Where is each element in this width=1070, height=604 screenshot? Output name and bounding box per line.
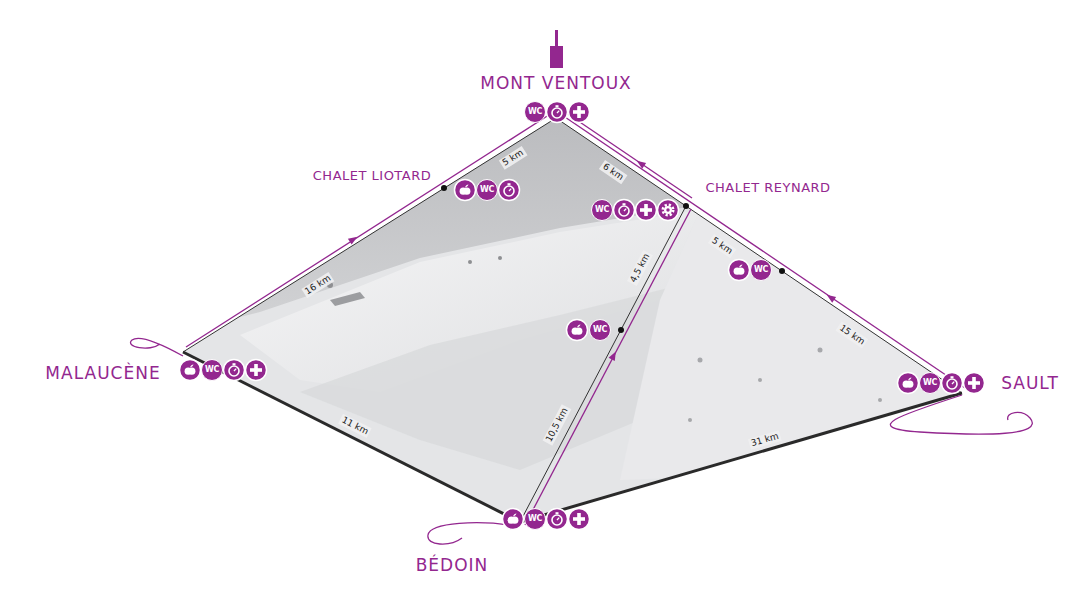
drawing-part bbox=[635, 158, 646, 169]
drawing-part bbox=[818, 348, 823, 353]
route-lines bbox=[130, 110, 1032, 544]
drawing-part bbox=[330, 292, 365, 306]
waypoint-dots bbox=[441, 185, 785, 333]
edge-line bbox=[556, 118, 962, 393]
wc-icon: WC bbox=[589, 319, 611, 341]
drawing-part bbox=[942, 373, 963, 394]
drawing-part bbox=[555, 30, 558, 48]
distance-label: 16 km bbox=[301, 272, 334, 298]
drawing-part bbox=[246, 360, 267, 381]
drawing-part bbox=[618, 327, 624, 333]
distance-label: 31 km bbox=[748, 430, 782, 450]
drawing-part bbox=[441, 185, 447, 191]
route-arrows bbox=[348, 158, 836, 361]
wc-icon: WC bbox=[476, 179, 498, 201]
drawing-part bbox=[300, 285, 680, 470]
drawing-part bbox=[224, 360, 245, 381]
wc-icon: WC bbox=[591, 199, 613, 221]
edge-line bbox=[183, 352, 520, 522]
drawing-part bbox=[130, 338, 183, 356]
distance-label: 5 km bbox=[499, 146, 527, 169]
drawing-part bbox=[890, 395, 1032, 434]
drawing-part bbox=[550, 46, 563, 68]
drawing-part bbox=[150, 100, 1000, 550]
drawing-part bbox=[698, 358, 703, 363]
drawing-part bbox=[964, 373, 985, 394]
distance-label: 10,5 km bbox=[543, 404, 572, 445]
drawing-part bbox=[499, 180, 520, 201]
drawing-part bbox=[878, 398, 882, 402]
drawing-part bbox=[569, 509, 590, 530]
service-icons bbox=[180, 102, 985, 530]
drawing-part bbox=[825, 292, 836, 303]
place-name: CHALET LIOTARD bbox=[313, 168, 431, 184]
drawing-part bbox=[455, 180, 476, 201]
distance-label: 4,5 km bbox=[627, 250, 653, 286]
drawing-part bbox=[683, 203, 689, 209]
drawing-part bbox=[758, 378, 762, 382]
drawing-part bbox=[729, 260, 750, 281]
drawing-part bbox=[609, 350, 619, 361]
drawing-part bbox=[898, 373, 919, 394]
place-name: CHALET REYNARD bbox=[705, 180, 830, 196]
distance-label: 15 km bbox=[836, 321, 869, 348]
tower-symbol bbox=[550, 30, 563, 68]
drawing-part bbox=[503, 509, 524, 530]
drawing-part bbox=[348, 234, 359, 245]
drawing-part bbox=[636, 200, 657, 221]
wc-icon: WC bbox=[919, 372, 941, 394]
drawing-part bbox=[779, 268, 785, 274]
drawing-part bbox=[547, 102, 568, 123]
place-name: BÉDOIN bbox=[416, 555, 489, 575]
drawing-part bbox=[559, 113, 965, 388]
drawing-part bbox=[567, 320, 588, 341]
drawing-part bbox=[547, 509, 568, 530]
drawing-part bbox=[688, 418, 692, 422]
drawing-part bbox=[180, 360, 201, 381]
drawing-part bbox=[658, 200, 679, 221]
distance-label: 11 km bbox=[338, 414, 372, 438]
place-name: SAULT bbox=[1001, 373, 1059, 393]
distance-label: 5 km bbox=[708, 234, 736, 258]
wc-icon: WC bbox=[750, 259, 772, 281]
edge-line bbox=[520, 393, 962, 522]
drawing-part bbox=[428, 523, 516, 544]
edge-line bbox=[183, 118, 556, 352]
drawing-part bbox=[468, 260, 472, 264]
wc-icon: WC bbox=[524, 101, 546, 123]
drawing-part bbox=[186, 113, 552, 347]
drawing-part bbox=[498, 256, 502, 260]
drawing-part bbox=[569, 102, 590, 123]
mountain-photo bbox=[150, 100, 1000, 550]
place-name: MONT VENTOUX bbox=[480, 73, 632, 93]
wc-icon: WC bbox=[524, 508, 546, 530]
edge-line bbox=[520, 206, 686, 522]
place-name: MALAUCÈNE bbox=[45, 363, 160, 383]
drawing-part bbox=[525, 209, 691, 525]
drawing-part bbox=[614, 200, 635, 221]
distance-label: 6 km bbox=[599, 160, 627, 184]
wc-icon: WC bbox=[201, 359, 223, 381]
drawing-part bbox=[562, 110, 692, 198]
